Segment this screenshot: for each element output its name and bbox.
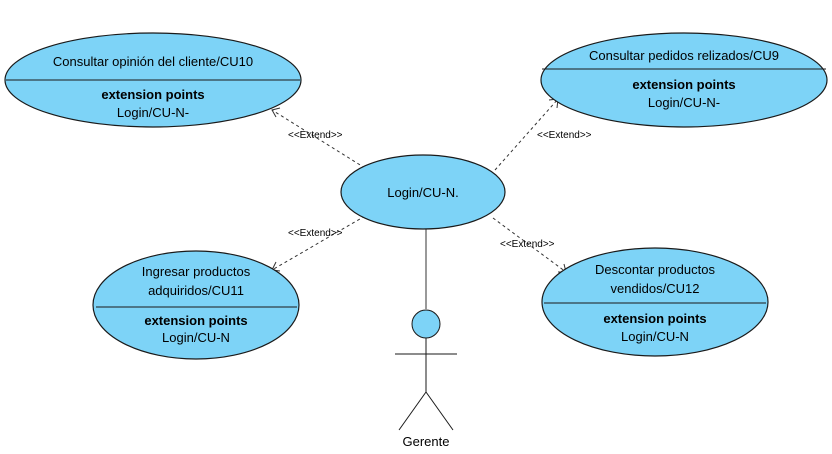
use-case-cu12-extension-point: Login/CU-N	[621, 329, 689, 344]
use-case-cu9[interactable]: Consultar pedidos relizados/CU9 extensio…	[540, 32, 828, 128]
use-case-cu10-extension-points-title: extension points	[101, 87, 204, 102]
actor-head	[411, 309, 441, 339]
actor-left-leg	[398, 391, 427, 431]
use-case-cu11-extension-point: Login/CU-N	[162, 330, 230, 345]
use-case-cu12-title-line-1: Descontar productos	[595, 262, 715, 277]
use-case-cu11-title-line-2: adquiridos/CU11	[148, 283, 244, 298]
extend-label-cu10: <<Extend>>	[288, 130, 343, 141]
use-case-cu11[interactable]: Ingresar productos adquiridos/CU11 exten…	[92, 250, 300, 360]
extend-relationship-cu10[interactable]: <<Extend>>	[271, 107, 366, 169]
extend-label-cu11: <<Extend>>	[288, 228, 343, 239]
use-case-cu12-extension-points-title: extension points	[603, 311, 706, 326]
use-case-login-title: Login/CU-N.	[387, 185, 459, 200]
use-case-cu9-extension-point: Login/CU-N-	[648, 95, 720, 110]
use-case-cu9-title: Consultar pedidos relizados/CU9	[589, 48, 779, 63]
use-case-login[interactable]: Login/CU-N.	[340, 154, 506, 230]
use-case-cu11-extension-points-title: extension points	[144, 313, 247, 328]
actor-name: Gerente	[403, 434, 450, 449]
extend-label-cu12: <<Extend>>	[500, 239, 555, 250]
extend-label-cu9: <<Extend>>	[537, 130, 592, 141]
use-case-cu10-title: Consultar opinión del cliente/CU10	[53, 54, 253, 69]
extend-relationship-cu12[interactable]: <<Extend>>	[492, 217, 567, 273]
extend-relationship-cu11[interactable]: <<Extend>>	[271, 215, 366, 272]
use-case-cu9-extension-points-title: extension points	[632, 77, 735, 92]
use-case-cu11-title-line-1: Ingresar productos	[142, 264, 251, 279]
use-case-cu12[interactable]: Descontar productos vendidos/CU12 extens…	[541, 247, 769, 357]
actor-right-leg	[425, 391, 454, 431]
use-case-cu12-title-line-2: vendidos/CU12	[611, 281, 700, 296]
actor-gerente[interactable]: Gerente	[395, 309, 457, 449]
use-case-cu10-extension-point: Login/CU-N-	[117, 105, 189, 120]
use-case-cu10[interactable]: Consultar opinión del cliente/CU10 exten…	[4, 32, 302, 128]
